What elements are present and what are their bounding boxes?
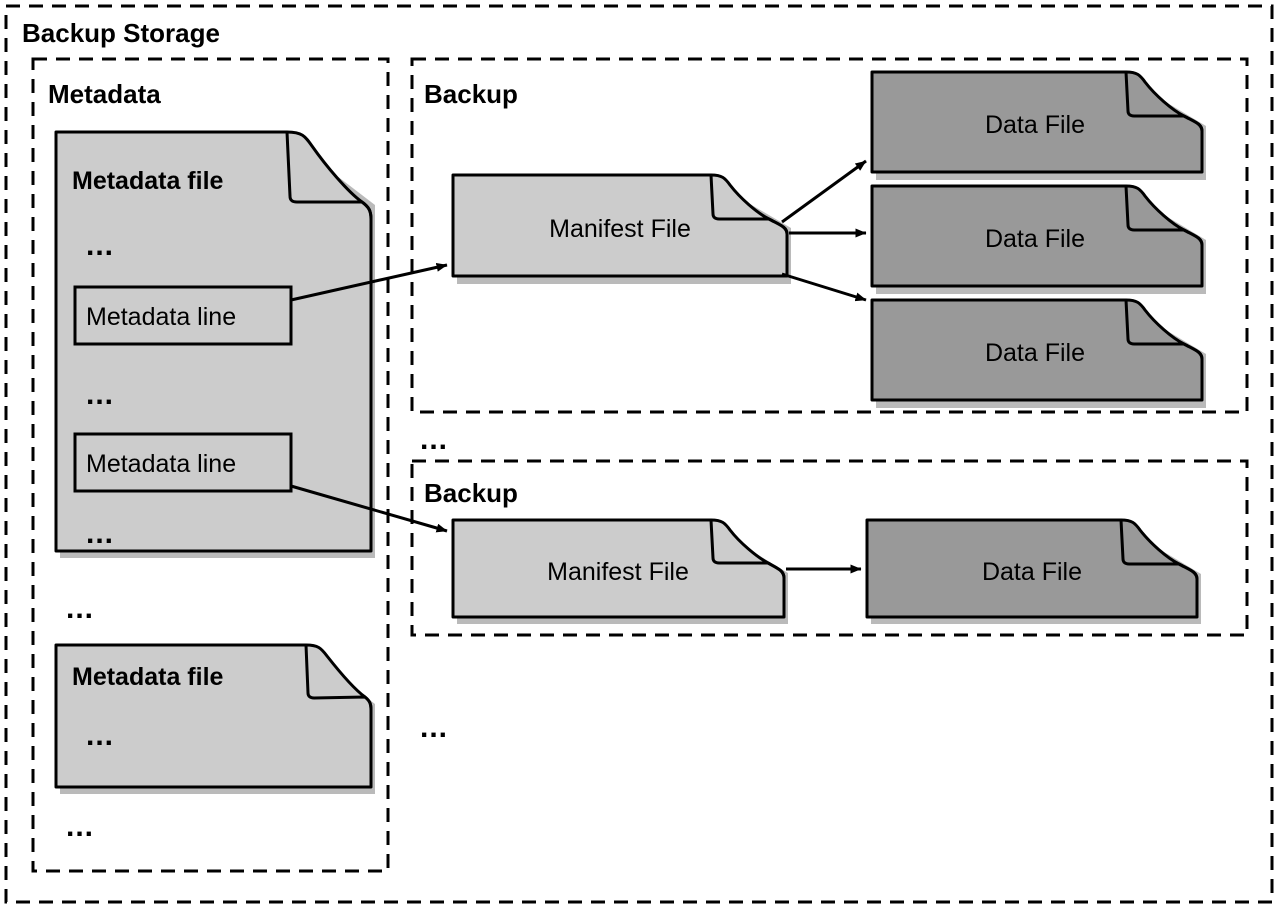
manifest-file-1-fold [709,174,789,235]
data-file-1-3: Data File [870,298,1206,408]
arrow-metadata-line-2-to-manifest-2 [290,484,448,533]
metadata-file-1-ellipsis-1: ... [86,229,114,262]
outer-group-backup-storage [4,4,1274,904]
metadata-file-1-fold [285,131,373,220]
metadata-line-label-2: Metadata line [86,450,236,478]
metadata-group-box [31,57,390,873]
metadata-file-1-ellipsis-3: ... [86,517,114,550]
metadata-file-2-fold [304,644,373,711]
manifest-file-1-label: Manifest File [549,215,691,243]
data-file-2-1-fold [1119,519,1199,580]
manifest-file-2-label: Manifest File [547,558,689,586]
backup-group-1-label: Backup [424,79,518,109]
backups-between-ellipsis: ... [420,423,448,456]
metadata-file-1-label: Metadata file [72,167,224,195]
metadata-file-2-ellipsis-1: ... [86,719,114,752]
backup-group-2-label: Backup [424,478,518,508]
backup-group-2-box [410,459,1249,637]
metadata-trailing-ellipsis: ... [66,810,94,843]
metadata-line-label-1: Metadata line [86,303,236,331]
data-file-1-2-label: Data File [985,225,1085,253]
manifest-file-1: Manifest File [451,173,791,284]
arrow-manifest1-to-datafile1 [781,159,867,224]
data-file-2-1: Data File [865,518,1201,624]
data-file-1-3-label: Data File [985,339,1085,367]
metadata-file-1: Metadata file ... Metadata line ... Meta… [54,130,375,558]
metadata-line-box-2[interactable] [73,432,293,493]
outer-group-label: Backup Storage [22,18,220,48]
manifest-file-2-fold [709,519,786,579]
metadata-between-files-ellipsis: ... [66,592,94,625]
arrow-manifest1-to-datafile3 [781,272,867,302]
data-file-1-3-fold [1124,299,1204,360]
backups-trailing-ellipsis: ... [420,711,448,744]
data-file-2-1-label: Data File [982,558,1082,586]
manifest-file-2: Manifest File [451,518,788,624]
metadata-file-2-label: Metadata file [72,663,224,691]
data-file-1-2: Data File [870,184,1206,294]
metadata-file-1-ellipsis-2: ... [86,378,114,411]
data-file-1-1-label: Data File [985,111,1085,139]
data-file-1-2-fold [1124,185,1204,246]
backup-group-1-box [410,57,1249,414]
metadata-group-label: Metadata [48,79,161,109]
metadata-line-box-1[interactable] [73,285,293,346]
data-file-1-1-fold [1124,71,1204,132]
metadata-file-2: Metadata file ... [54,643,375,794]
arrow-metadata-line-1-to-manifest-1 [290,262,448,302]
data-file-1-1: Data File [870,70,1206,180]
